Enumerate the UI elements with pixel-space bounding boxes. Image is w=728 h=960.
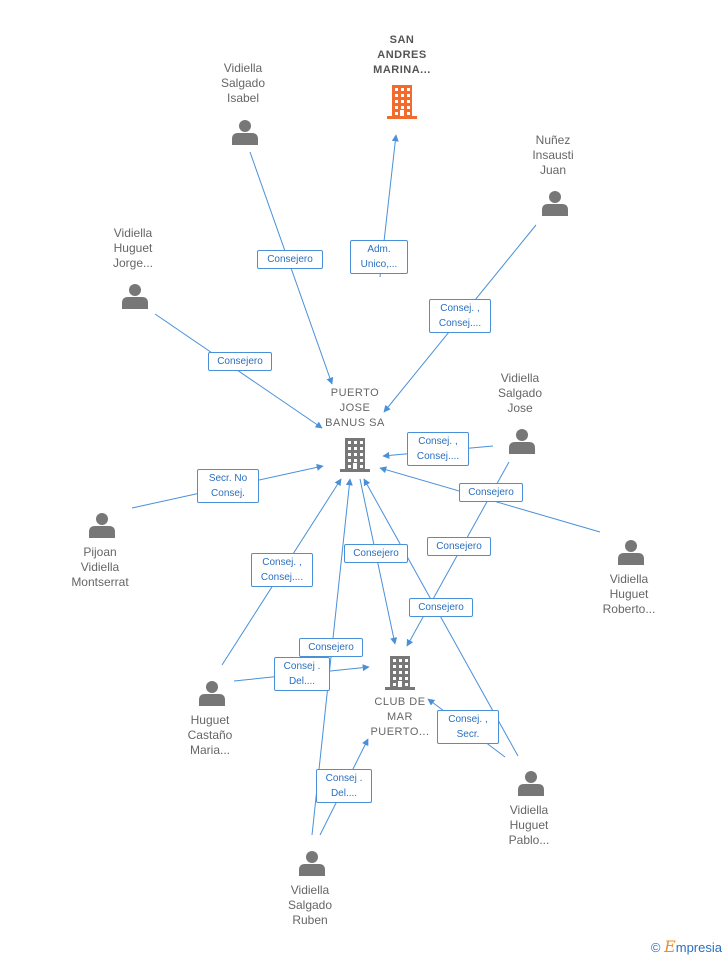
edge-label[interactable]: Consejero: [459, 482, 523, 502]
edge-label[interactable]: Secr. No Consej.: [197, 469, 259, 503]
person-icon[interactable]: [122, 284, 148, 309]
building-icon[interactable]: [340, 438, 370, 472]
person-icon[interactable]: [299, 851, 325, 876]
edge-label[interactable]: Consej . Del....: [316, 769, 372, 803]
person-label[interactable]: Vidiella Huguet Roberto...: [602, 572, 656, 616]
person-label[interactable]: Nuñez Insausti Juan: [532, 133, 574, 177]
edge-label[interactable]: Consejero: [208, 351, 272, 371]
edge-label[interactable]: Consej. , Consej....: [429, 299, 491, 333]
person-label[interactable]: Vidiella Salgado Isabel: [220, 61, 266, 105]
edge-label[interactable]: Consejero: [299, 637, 363, 657]
building-icon[interactable]: [385, 656, 415, 690]
person-label[interactable]: Vidiella Huguet Jorge...: [112, 226, 154, 270]
person-icon[interactable]: [509, 429, 535, 454]
person-label[interactable]: Vidiella Huguet Pablo...: [508, 803, 550, 847]
person-label[interactable]: Vidiella Salgado Jose: [497, 371, 543, 415]
edge-label[interactable]: Consejero: [427, 536, 491, 556]
brand-initial: E: [664, 937, 676, 956]
person-icon[interactable]: [542, 191, 568, 216]
edge-label[interactable]: Consejero: [257, 249, 323, 269]
person-icon[interactable]: [618, 540, 644, 565]
person-label[interactable]: Huguet Castaño Maria...: [187, 713, 233, 757]
edge-label[interactable]: Adm. Unico,...: [350, 240, 408, 274]
person-icon[interactable]: [518, 771, 544, 796]
edge-label[interactable]: Consej. , Consej....: [407, 432, 469, 466]
edge-label[interactable]: Consej . Del....: [274, 657, 330, 691]
edge-label[interactable]: Consejero: [344, 543, 408, 563]
company-label[interactable]: CLUB DE MAR PUERTO...: [370, 696, 430, 738]
edge-vh_jorge-to-puerto_jose: [154, 313, 323, 429]
building-icon[interactable]: [387, 85, 417, 119]
person-icon[interactable]: [199, 681, 225, 706]
company-label[interactable]: PUERTO JOSE BANUS SA: [325, 387, 385, 429]
edge-label[interactable]: Consejero: [409, 597, 473, 617]
person-label[interactable]: Vidiella Salgado Ruben: [287, 883, 333, 927]
person-icon[interactable]: [232, 120, 258, 145]
edge-vh_pablo-to-puerto_jose: [363, 478, 519, 757]
person-icon[interactable]: [89, 513, 115, 538]
edge-label[interactable]: Consej. , Secr.: [437, 710, 499, 744]
person-label[interactable]: Pijoan Vidiella Montserrat: [71, 545, 129, 589]
brand-name: mpresia: [675, 940, 722, 955]
copyright-icon: ©: [650, 940, 661, 955]
edge-label[interactable]: Consej. , Consej....: [251, 553, 313, 587]
empresia-watermark[interactable]: © Empresia: [651, 937, 722, 956]
company-label[interactable]: SAN ANDRES MARINA...: [373, 34, 431, 76]
